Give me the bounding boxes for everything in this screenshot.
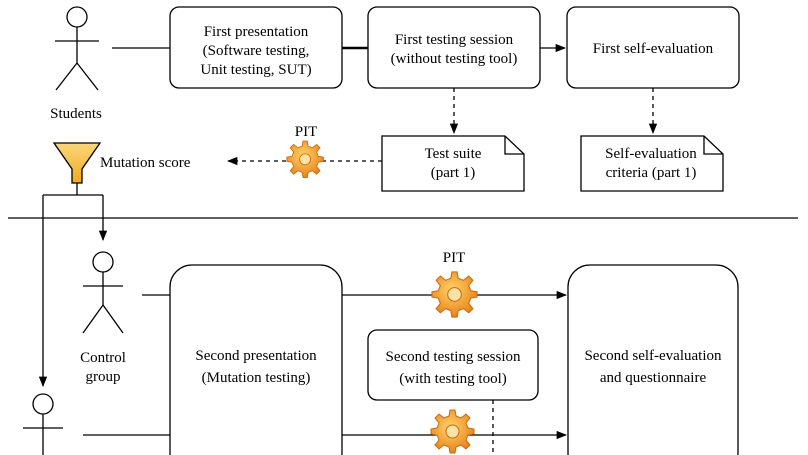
test-suite-line1: Test suite — [425, 146, 482, 162]
first-self-evaluation-label: First self-evaluation — [593, 41, 714, 57]
second-testing-session-line2: (with testing tool) — [399, 371, 507, 387]
first-presentation-line1: First presentation — [204, 24, 309, 40]
first-testing-session-line2: (without testing tool) — [391, 51, 518, 67]
pit-gear-icon-middle — [431, 271, 478, 318]
pit-gear-icon-bottom — [430, 409, 475, 454]
second-self-evaluation-box — [567, 264, 739, 455]
second-self-evaluation-line1: Second self-evaluation — [584, 348, 722, 364]
control-group-label-line2: group — [86, 369, 121, 385]
students-label: Students — [50, 106, 102, 122]
test-suite-document — [381, 135, 525, 192]
second-presentation-line1: Second presentation — [195, 348, 317, 364]
students-actor-icon — [55, 6, 99, 91]
pit-gear-icon-top — [286, 140, 324, 178]
filter-funnel-icon — [52, 142, 102, 184]
first-presentation-line3: Unit testing, SUT) — [200, 62, 311, 78]
self-evaluation-criteria-line1: Self-evaluation — [605, 146, 697, 162]
mutation-score-label: Mutation score — [100, 155, 191, 171]
second-testing-session-line1: Second testing session — [386, 349, 521, 365]
self-evaluation-criteria-document — [580, 135, 724, 192]
second-testing-session-box — [367, 329, 539, 401]
first-testing-session-line1: First testing session — [395, 32, 514, 48]
experimental-group-actor-icon — [23, 393, 63, 455]
test-suite-document-fold — [504, 136, 524, 155]
control-group-actor-icon — [82, 251, 124, 334]
first-presentation-line2: (Software testing, — [203, 43, 310, 59]
second-self-evaluation-line2: and questionnaire — [600, 370, 707, 386]
pit-label-middle: PIT — [443, 250, 466, 266]
test-suite-line2: (part 1) — [431, 165, 476, 181]
self-evaluation-criteria-document-fold — [703, 136, 723, 155]
pit-label-top: PIT — [295, 124, 318, 140]
second-presentation-box — [169, 264, 343, 455]
self-evaluation-criteria-line2: criteria (part 1) — [606, 165, 697, 181]
second-presentation-line2: (Mutation testing) — [202, 370, 311, 386]
control-group-label-line1: Control — [80, 350, 126, 366]
